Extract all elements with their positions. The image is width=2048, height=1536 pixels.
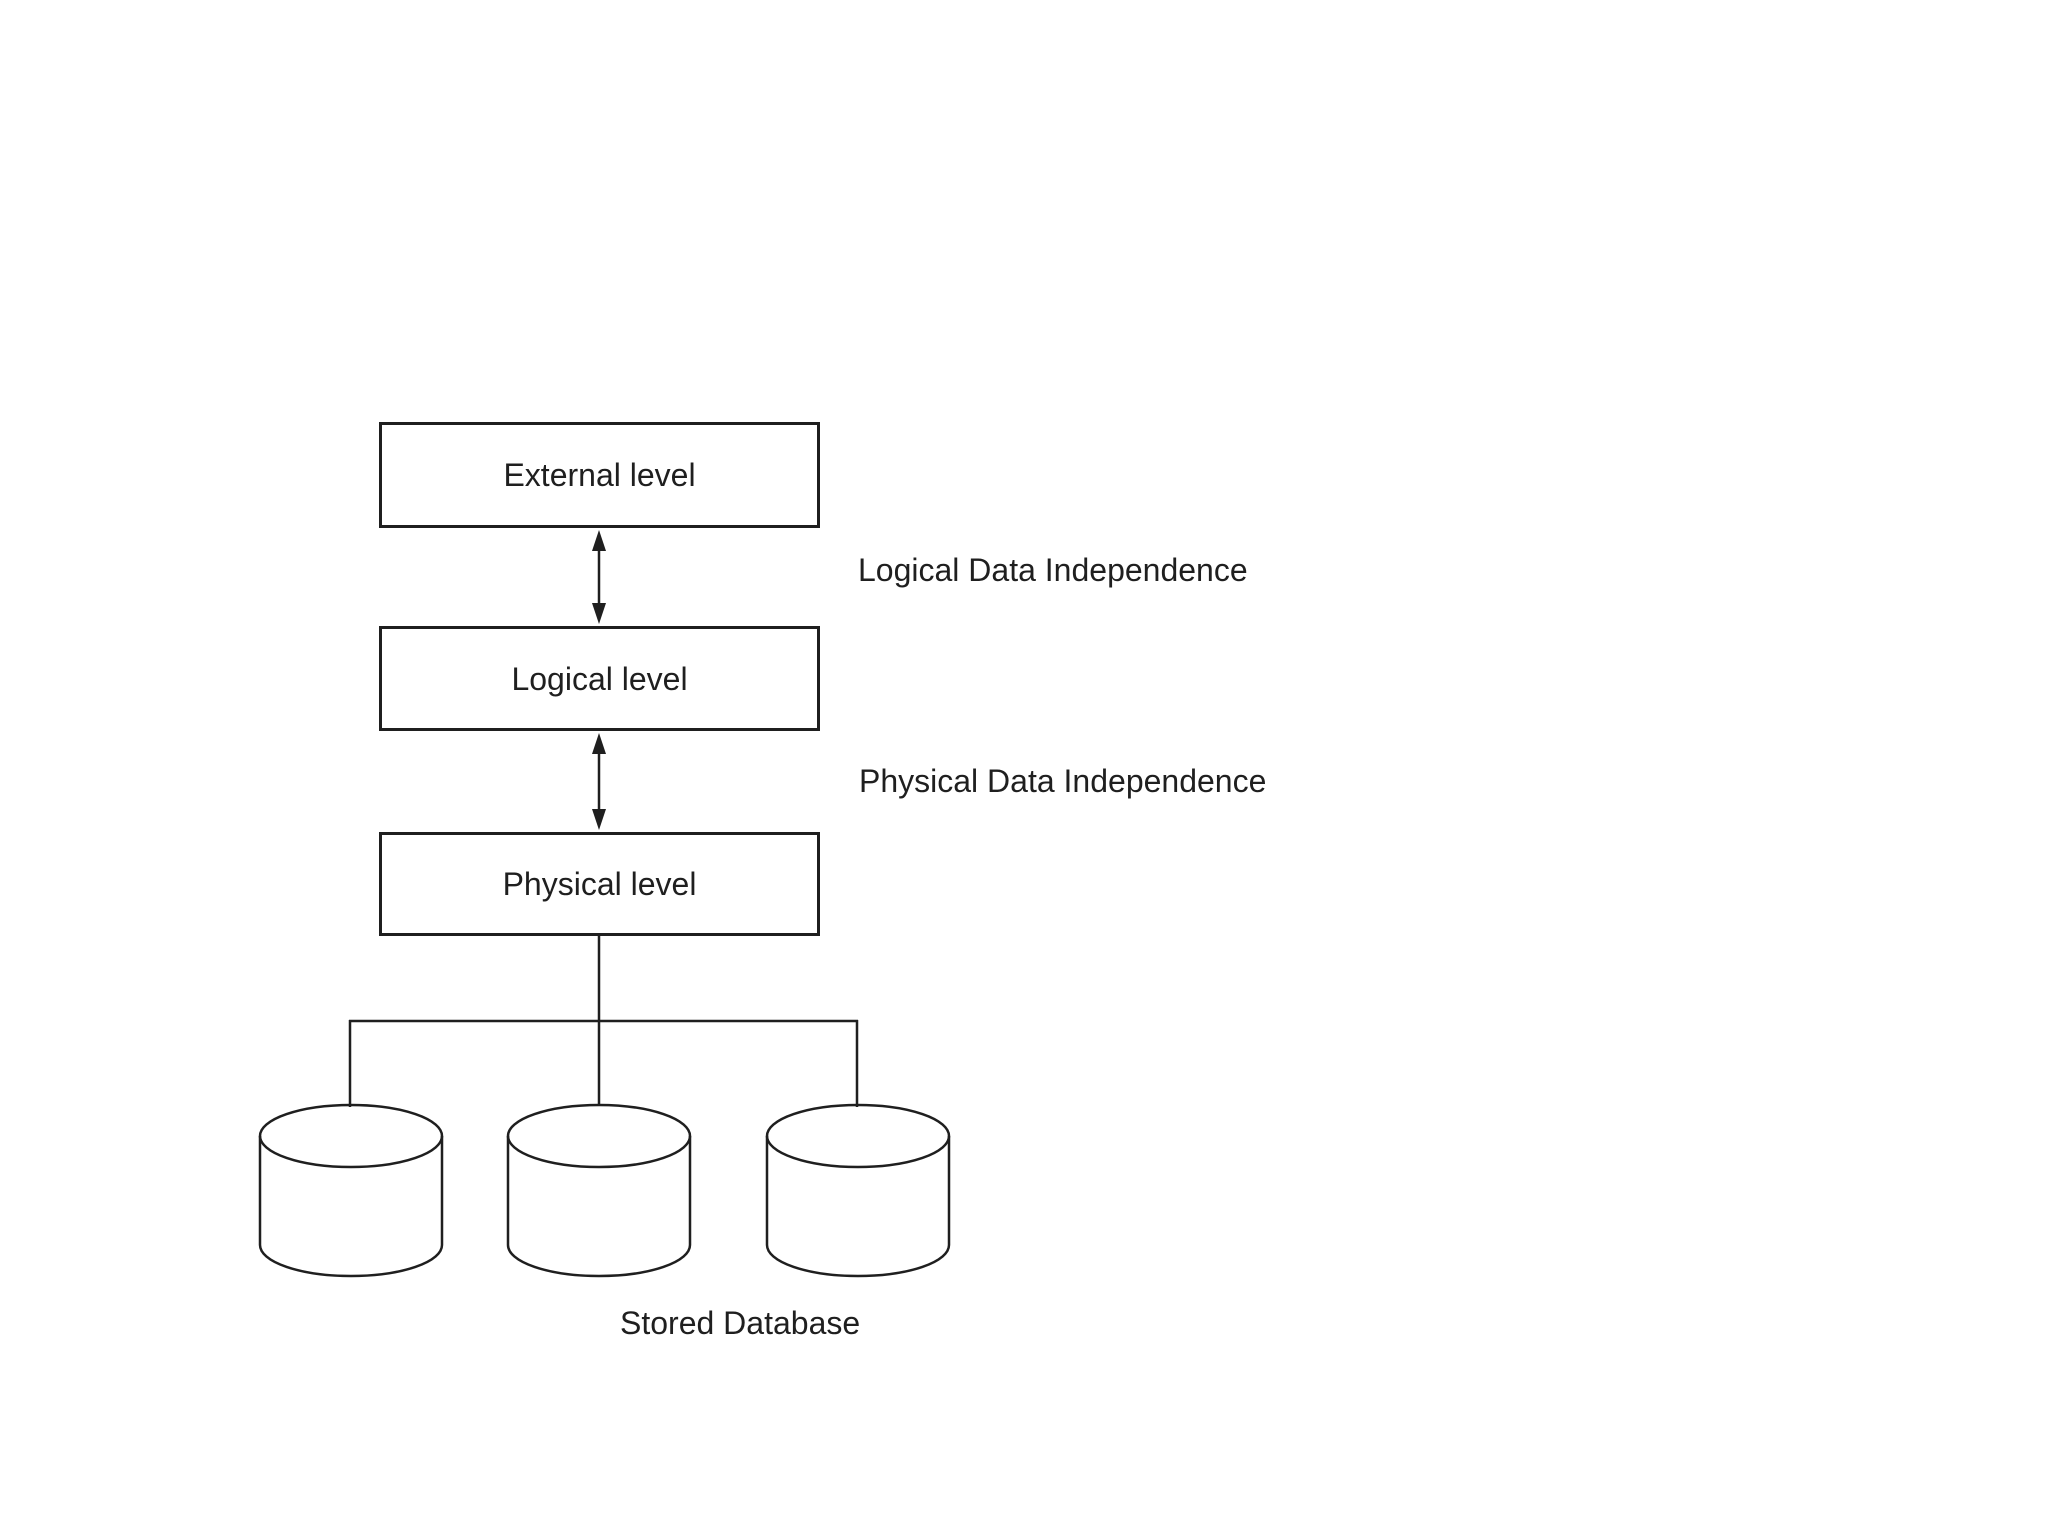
double-arrow-icon — [592, 530, 606, 624]
physical-level-box: Physical level — [379, 832, 820, 936]
logical-level-label: Logical level — [511, 660, 688, 697]
external-level-label: External level — [503, 457, 696, 493]
logical-level-box: Logical level — [379, 626, 820, 731]
database-cylinder-icon — [260, 1105, 442, 1276]
database-cylinder-icon — [508, 1105, 690, 1276]
double-arrow-icon — [592, 733, 606, 830]
database-cylinder-icon — [767, 1105, 949, 1276]
logical-data-independence-label: Logical Data Independence — [858, 552, 1248, 588]
physical-data-independence-label: Physical Data Independence — [859, 763, 1267, 799]
stored-database-label: Stored Database — [620, 1305, 861, 1341]
storage-connector-lines — [349, 936, 858, 1107]
external-level-box: External level — [379, 422, 820, 528]
physical-level-label: Physical level — [502, 866, 697, 902]
